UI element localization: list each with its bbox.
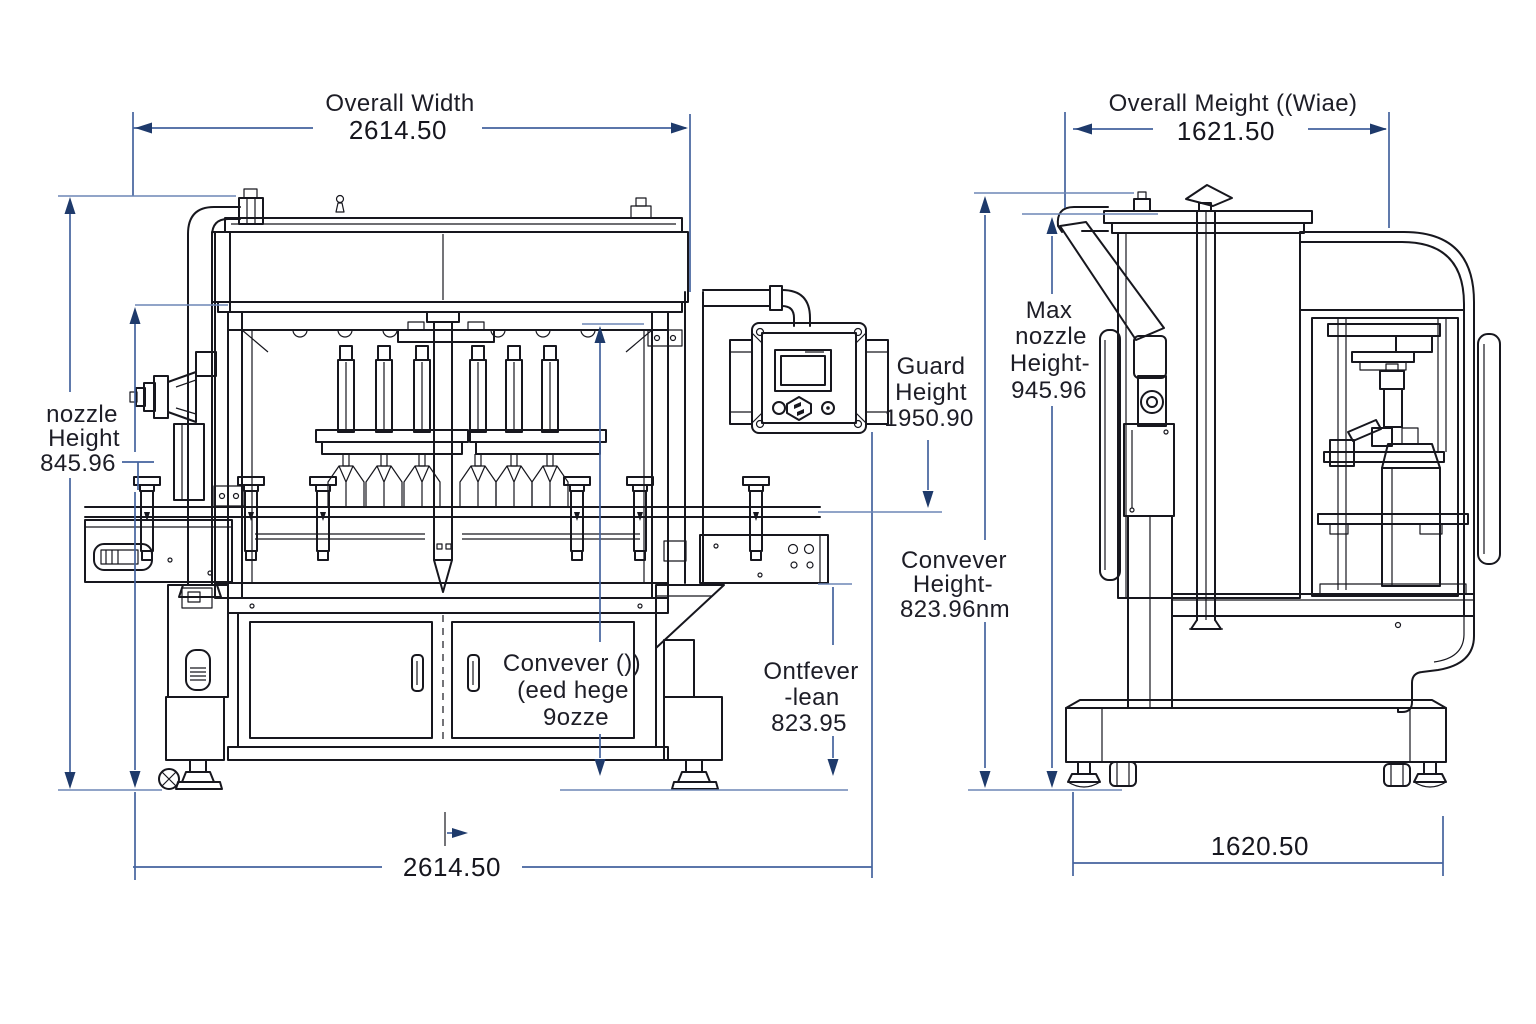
nozzle-bank — [315, 321, 607, 467]
guard-height-label-2: Height — [895, 379, 967, 406]
dim-overall-width: Overall Width 2614.50 — [58, 90, 691, 292]
front-view-drawing — [84, 188, 889, 846]
front-legs — [158, 584, 723, 846]
side-view-drawing — [1056, 184, 1501, 788]
conveyor-feed-label-2: (eed hege — [517, 677, 629, 704]
nozzle-height-label-1: nozzle — [46, 401, 118, 428]
conveyor — [84, 506, 829, 649]
side-base — [1065, 699, 1447, 788]
conveyor-feed-label-3: 9ozze — [543, 704, 609, 731]
guard-height-label-1: Guard — [897, 353, 966, 380]
max-nozzle-label-3: Height- — [1010, 350, 1090, 377]
foot-left — [158, 759, 223, 790]
panel-button-left — [772, 401, 786, 415]
conveyor-height-value: 823.96nm — [900, 596, 1010, 623]
foot-right — [671, 759, 719, 790]
max-nozzle-label-2: nozzle — [1015, 323, 1087, 350]
side-rail-left — [1099, 329, 1121, 581]
side-mechanism — [1317, 318, 1469, 595]
front-base-width-value: 2614.50 — [403, 852, 501, 882]
nozzle-height-label-2: Height — [48, 425, 120, 452]
side-enclosure — [1299, 231, 1475, 617]
side-foot-left — [1067, 761, 1137, 788]
control-panel — [729, 322, 889, 434]
door-handle-right[interactable] — [467, 654, 480, 692]
door-handle-left[interactable] — [411, 654, 424, 692]
guard-height-value: 1950.90 — [884, 405, 974, 432]
panel-button-right — [821, 401, 835, 415]
dim-max-nozzle-height: Max nozzle Height- 945.96 — [1010, 213, 1158, 788]
panel-emblem — [786, 396, 812, 421]
side-motor-horn — [129, 351, 217, 501]
outfeed-label-2: -lean — [784, 684, 839, 711]
conveyor-height-label-2: Height- — [913, 571, 993, 598]
dim-overall-width-side: Overall Meight ((Wiae) 1621.50 — [1064, 90, 1390, 228]
cabinet-door-right[interactable] — [451, 621, 635, 739]
side-feed-arm — [1056, 206, 1175, 709]
dim-conveyor-feed: Convever ()) (eed hege 9ozze — [503, 323, 848, 791]
left-pipe — [178, 188, 264, 598]
side-foot-right — [1383, 761, 1447, 788]
side-mid-beam — [1171, 593, 1475, 713]
cabinet-door-left[interactable] — [249, 621, 433, 739]
bottles — [327, 465, 569, 508]
overall-height-side-label: Overall Meight ((Wiae) — [1109, 90, 1358, 117]
outfeed-value: 823.95 — [771, 710, 847, 737]
side-pipe — [1189, 210, 1223, 630]
dim-outfeed-height: Ontfever -lean 823.95 — [763, 583, 858, 776]
nozzle-height-value: 845.96 — [40, 450, 116, 477]
panel-screen — [774, 349, 832, 392]
frame-posts — [214, 231, 811, 586]
dim-nozzle-height: nozzle Height 845.96 — [40, 197, 162, 791]
dim-front-base-width: 2614.50 — [133, 828, 872, 882]
nozzle-cylinders — [337, 345, 559, 433]
max-nozzle-value: 945.96 — [1011, 377, 1087, 404]
side-tank — [1103, 184, 1313, 599]
dim-guard-height: Guard Height 1950.90 — [818, 353, 974, 878]
dim-side-base-width: 1620.50 — [1072, 792, 1444, 876]
overall-height-side-value: 1621.50 — [1177, 116, 1275, 146]
overall-width-value: 2614.50 — [349, 115, 447, 145]
side-base-width-value: 1620.50 — [1211, 831, 1309, 861]
outfeed-label-1: Ontfever — [763, 658, 858, 685]
conveyor-feed-label-1: Convever ()) — [503, 650, 641, 677]
machine-header — [211, 194, 689, 313]
side-rail-right — [1477, 333, 1501, 565]
conveyor-height-label-1: Convever — [901, 547, 1007, 574]
bottle-clamps — [133, 476, 770, 561]
dim-inner-left — [122, 304, 228, 880]
overall-width-label: Overall Width — [325, 90, 474, 117]
max-nozzle-label-1: Max — [1026, 297, 1073, 324]
dim-side-height: Convever Height- 823.96nm — [900, 192, 1134, 791]
